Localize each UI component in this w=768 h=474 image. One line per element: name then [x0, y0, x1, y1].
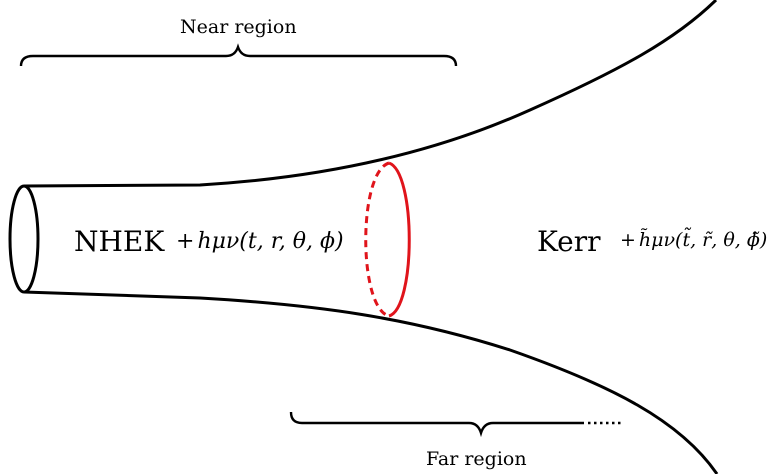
- near-region-brace: [19, 43, 458, 67]
- far-region-brace: [289, 411, 584, 438]
- nhek-plus-sign: +: [176, 229, 195, 254]
- kerr-perturbation-expression: h̃μν(t̃, r̃, θ, ϕ̃): [638, 229, 768, 251]
- kerr-perturbation: +h̃μν(t̃, r̃, θ, ϕ̃): [620, 229, 767, 251]
- throat-upper-outline: [23, 0, 718, 188]
- throat-end-cap: [8, 184, 40, 294]
- far-region-label: Far region: [426, 448, 527, 470]
- throat-lower-outline: [23, 290, 719, 474]
- nhek-label: NHEK: [74, 225, 165, 258]
- near-region-label: Near region: [180, 16, 297, 38]
- junction-ring-front: [388, 161, 411, 318]
- nhek-perturbation: +hμν(t, r, θ, ϕ): [176, 229, 344, 254]
- nhek-perturbation-expression: hμν(t, r, θ, ϕ): [197, 229, 344, 254]
- kerr-label: Kerr: [537, 225, 601, 258]
- kerr-plus-sign: +: [620, 229, 636, 251]
- junction-ring-back: [364, 161, 390, 318]
